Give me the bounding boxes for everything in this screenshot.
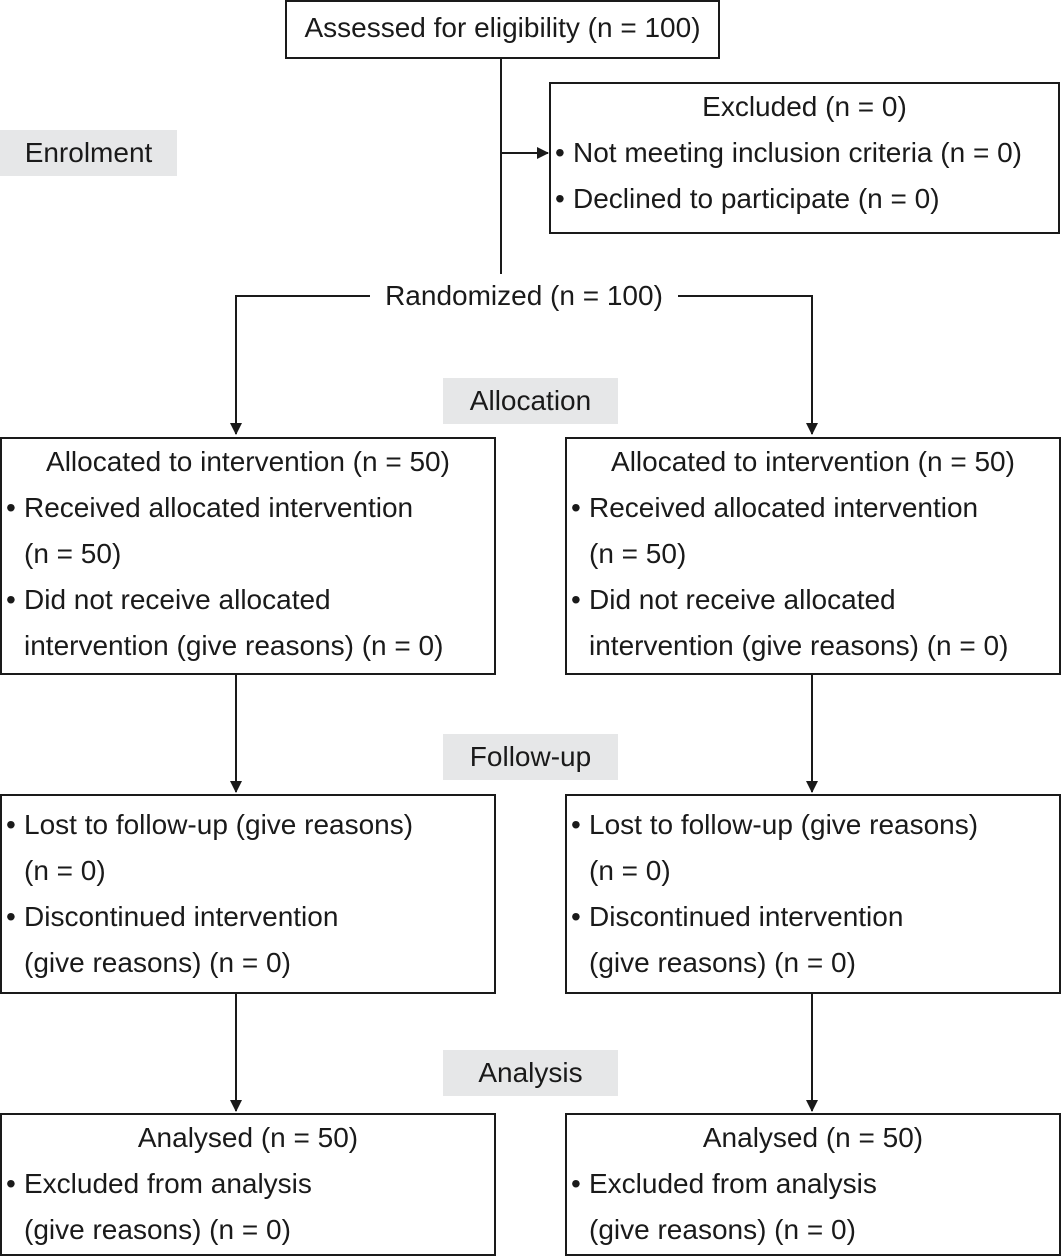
excluded-list: Not meeting inclusion criteria (n = 0) D…	[551, 130, 1058, 222]
left-allocation-item: Received allocated intervention (n = 50)	[2, 485, 494, 577]
right-analysis-list: Excluded from analysis (give reasons) (n…	[567, 1161, 1059, 1253]
left-allocation-box: Allocated to intervention (n = 50) Recei…	[0, 437, 496, 675]
right-analysis-item: Excluded from analysis (give reasons) (n…	[567, 1161, 1059, 1253]
right-allocation-item: Received allocated intervention (n = 50)	[567, 485, 1059, 577]
right-follow-up-item: Lost to follow-up (give reasons) (n = 0)	[567, 802, 1059, 894]
left-follow-up-box: Lost to follow-up (give reasons) (n = 0)…	[0, 794, 496, 994]
left-follow-up-item-text: Lost to follow-up (give reasons) (n = 0)	[24, 809, 414, 886]
right-analysis-box: Analysed (n = 50) Excluded from analysis…	[565, 1113, 1061, 1256]
left-analysis-list: Excluded from analysis (give reasons) (n…	[2, 1161, 494, 1253]
right-allocation-title: Allocated to intervention (n = 50)	[611, 446, 1015, 477]
excluded-title: Excluded (n = 0)	[702, 91, 907, 122]
excluded-item-text: Not meeting inclusion criteria (n = 0)	[573, 137, 1022, 168]
right-follow-up-box: Lost to follow-up (give reasons) (n = 0)…	[565, 794, 1061, 994]
left-allocation-title: Allocated to intervention (n = 50)	[46, 446, 450, 477]
left-analysis-item: Excluded from analysis (give reasons) (n…	[2, 1161, 494, 1253]
left-allocation-item: Did not receive allocated intervention (…	[2, 577, 494, 669]
left-allocation-item-text: Did not receive allocated intervention (…	[24, 584, 444, 661]
right-follow-up-item-text: Discontinued intervention (give reasons)…	[589, 901, 904, 978]
left-split-arrow	[230, 295, 370, 435]
right-allocation-item-text: Received allocated intervention (n = 50)	[589, 492, 979, 569]
stage-label-allocation: Allocation	[443, 378, 618, 424]
randomized-label: Randomized (n = 100)	[372, 276, 676, 316]
right-allocation-list: Received allocated intervention (n = 50)…	[567, 485, 1059, 669]
left-follow-up-item-text: Discontinued intervention (give reasons)…	[24, 901, 339, 978]
right-follow-up-item: Discontinued intervention (give reasons)…	[567, 894, 1059, 986]
left-allocation-item-text: Received allocated intervention (n = 50)	[24, 492, 414, 569]
right-analysis-title: Analysed (n = 50)	[702, 1122, 924, 1153]
left-follow-up-item: Discontinued intervention (give reasons)…	[2, 894, 494, 986]
assessed-text: Assessed for eligibility (n = 100)	[304, 12, 701, 43]
stage-label-follow-up: Follow-up	[443, 734, 618, 780]
stage-label-analysis: Analysis	[443, 1050, 618, 1096]
right-analysis-item-text: Excluded from analysis (give reasons) (n…	[589, 1168, 877, 1245]
left-follow-up-list: Lost to follow-up (give reasons) (n = 0)…	[2, 802, 494, 986]
right-follow-up-item-text: Lost to follow-up (give reasons) (n = 0)	[589, 809, 979, 886]
left-follow-up-item: Lost to follow-up (give reasons) (n = 0)	[2, 802, 494, 894]
left-analysis-box: Analysed (n = 50) Excluded from analysis…	[0, 1113, 496, 1256]
excluded-item: Not meeting inclusion criteria (n = 0)	[551, 130, 1058, 176]
excluded-box: Excluded (n = 0) Not meeting inclusion c…	[549, 82, 1060, 234]
right-follow-up-list: Lost to follow-up (give reasons) (n = 0)…	[567, 802, 1059, 986]
right-allocation-item: Did not receive allocated intervention (…	[567, 577, 1059, 669]
excluded-item-text: Declined to participate (n = 0)	[573, 183, 940, 214]
assessed-box: Assessed for eligibility (n = 100)	[285, 0, 720, 59]
right-allocation-box: Allocated to intervention (n = 50) Recei…	[565, 437, 1061, 675]
left-analysis-item-text: Excluded from analysis (give reasons) (n…	[24, 1168, 312, 1245]
stage-label-enrolment: Enrolment	[0, 130, 177, 176]
left-analysis-title: Analysed (n = 50)	[137, 1122, 359, 1153]
right-split-arrow	[678, 295, 818, 435]
excluded-item: Declined to participate (n = 0)	[551, 176, 1058, 222]
right-allocation-item-text: Did not receive allocated intervention (…	[589, 584, 1009, 661]
left-allocation-list: Received allocated intervention (n = 50)…	[2, 485, 494, 669]
